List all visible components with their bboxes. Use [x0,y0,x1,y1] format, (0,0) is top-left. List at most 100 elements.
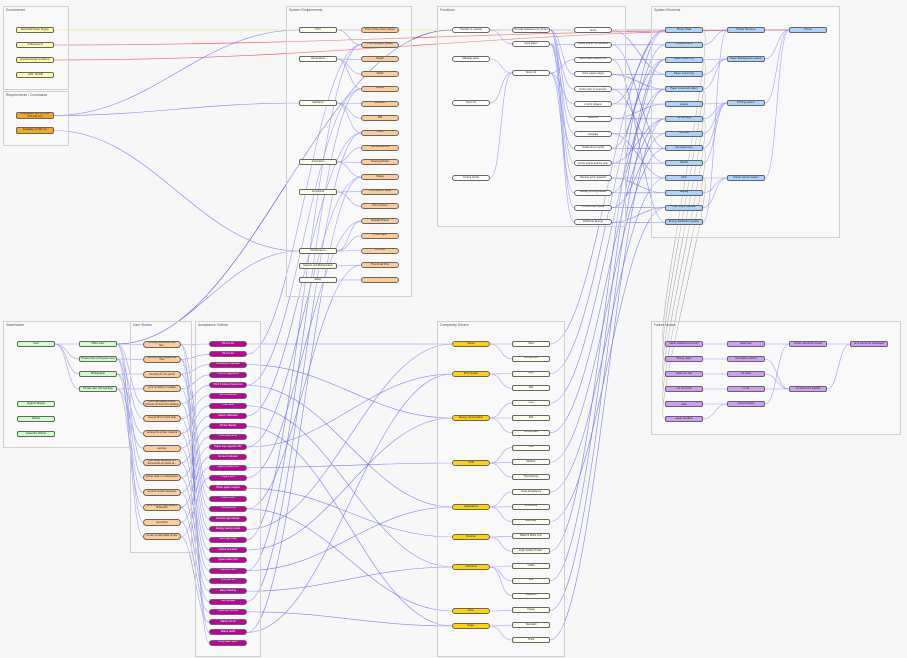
ac-node-fabric-print[interactable]: Fabric print [209,495,247,502]
cd-node-interfaces[interactable]: Interfaces [452,564,490,570]
se-col1-node-user-input-interface[interactable]: User Input Interface [665,204,703,211]
fm-col1-node-should-be-applied-to-a-bigger-area[interactable]: should be applied to a bigger area [665,401,703,407]
ac-node-compact-size[interactable]: Compact size [209,567,247,574]
ac-node-print-in-a4[interactable]: Print in A4 [209,341,247,347]
fn-col3-node-mold-ink[interactable]: Mold ink [574,115,612,122]
se-col1-node-ink-cartridge-movement-system[interactable]: Ink cartridge movement system [665,101,703,107]
ac-node-print-20-pages-min[interactable]: Print 20 pages/min [209,371,247,378]
sr-right-node-viewing-monitor[interactable]: Viewing Monitor [361,159,399,166]
sr-right-node-shape[interactable]: Shape [361,174,399,180]
sr-left-node-support-and-maintenance[interactable]: Support and Maintenance [299,263,337,269]
cd-node-price[interactable]: Price [452,608,490,614]
fn-col3-node-display-printing-details[interactable]: Display printing details [574,189,612,196]
sr-right-node-print-colours[interactable]: Print Colours [361,203,399,210]
fm-col1-node-paper-overflow[interactable]: paper overflow [665,416,703,422]
ac-node-cartridge-swap[interactable]: Cartridge swap [209,536,247,543]
se-col2-node-printer-structure[interactable]: Printer Structure [727,27,765,33]
fm-col1-node-paper-too-wet[interactable]: paper too wet [665,371,703,377]
sh-right-node-office-user[interactable]: Office User [79,341,117,347]
stories-node-maintaining-ink-printing-remotely-for-th[interactable]: maintaining ink printing remotely for th… [143,370,181,378]
se-col1-node-printer-shell[interactable]: Printer Shell [665,27,703,33]
fm-col2-node-printer-blocked[interactable]: printer blocked [727,401,765,407]
fn-col3-node-receive-print-requests[interactable]: Receive print requests [574,175,612,181]
sr-right-node-thumbnail-print[interactable]: Thumbnail Print [361,262,399,269]
fn-col3-node-register-the-print-operation-variables[interactable]: Register the Print operation variables [574,130,612,137]
stories-node-copy-and-do-all-the-printer-settings[interactable]: copy and do all the printer settings [143,444,181,452]
sh-left-node-assembly-worker[interactable]: Assembly Worker [17,431,55,437]
cd-node-paper[interactable]: Paper [452,623,490,629]
fn-col3-node-move-ink-cartridge-according-to-print-re[interactable]: Move ink cartridge according to print re… [574,101,612,107]
sh-right-node-private-user-demanding[interactable]: Private User (Demanding) [79,386,117,392]
ac-node-low-cost-ink[interactable]: Low cost ink [209,577,247,584]
env-node-4-b-30-4-b[interactable]: +4/B - 30,4/B [16,72,54,78]
cv-node-bluetooth[interactable]: Bluetooth [512,592,550,599]
sr-right-node-remote-access[interactable]: Remote Access [361,144,399,151]
ac-node-thermal-print[interactable]: Thermal print [209,505,247,512]
fm-col1-node-run-out-of-ink[interactable]: run out of ink [665,386,703,392]
cd-node-applications[interactable]: Applications [452,504,490,510]
sr-right-node-[interactable]: ... [361,276,399,283]
ac-node-paper-jam-sensor[interactable]: Paper jam sensor [209,608,247,615]
sr-right-node-standard-paper[interactable]: Standard Paper [361,218,399,225]
fn-col3-node-provide-user-inputs[interactable]: Provide user inputs [574,204,612,211]
ac-node-status-leds[interactable]: Status LEDs [209,629,247,636]
cv-node-cable[interactable]: Cable [512,563,550,569]
se-col3-node-printer[interactable]: Printer [789,27,827,33]
fm-col2-node-no-ink[interactable]: no ink [727,386,765,392]
sr-right-node-print-the-paper-sheet[interactable]: Print the paper (sheet) [361,41,399,48]
cv-node-high-quality-printers[interactable]: High quality Printers [512,548,550,555]
sr-left-node-performance[interactable]: Performance [299,248,337,254]
se-col1-node-energy-distribution-system[interactable]: Energy distribution system [665,219,703,226]
ac-node-ink-level-indicator[interactable]: Ink level indicator [209,454,247,461]
fn-col3-node-protect-printer-from-the-stress[interactable]: Protect printer from the stress [574,27,612,33]
sr-right-node-bluetooth[interactable]: Bluetooth [361,100,399,107]
stories-node-printing-many-pages-at-a-time[interactable]: printing many pages at a time [143,355,181,363]
ac-node-photo-paper-support[interactable]: Photo paper support [209,485,247,492]
ac-node-auto-update[interactable]: Auto update [209,598,247,605]
cv-node-everyday[interactable]: Everyday [512,518,550,525]
se-col2-node-paper-management-system[interactable]: Paper Management system [727,56,765,62]
sr-left-node-dimensions[interactable]: Dimensions [299,56,337,62]
ac-node-safety-cut-off[interactable]: Safety cut-off [209,619,247,626]
env-node-environmental-conditions[interactable]: Environmental Conditions [16,57,54,63]
cd-node-usb[interactable]: USB [452,460,490,466]
stories-node-printer-ease-of-maintenance[interactable]: printer ease of maintenance [143,474,181,482]
fn-col3-node-store-paper-before-print[interactable]: Store paper before print [574,56,612,63]
cv-node-slow[interactable]: Slow [512,341,550,347]
cd-node-energy-consumption[interactable]: Energy Consumption [452,415,490,421]
env-node-electrical-power-supply[interactable]: Electrical Power Supply [16,27,54,33]
se-col1-node-paper-movement-rollers[interactable]: Paper movement rollers [665,86,703,93]
ac-node-print-in-a3[interactable]: Print in A3 [209,351,247,358]
cv-node-mid[interactable]: Mid [512,385,550,392]
sh-left-node-partner[interactable]: Partner [17,416,55,422]
fn-col3-node-guide-ink-to-nozzle[interactable]: Guide ink to nozzle [574,145,612,152]
se-col1-node-ink-output-hose[interactable]: Ink output hose [665,145,703,152]
fm-col1-node-wrong-paper[interactable]: Wrong paper [665,356,703,362]
stories-node-printing-documents-with-few[interactable]: printing documents with few... [143,341,181,348]
env-node-underground[interactable]: Underground [16,42,54,48]
se-col1-node-chassis-frame[interactable]: Chassis frame [665,41,703,48]
sr-right-node-photo-paper[interactable]: Photo Paper [361,232,399,239]
fn-col3-node-shield-printer-components[interactable]: Shield printer components [574,41,612,48]
stories-node-accept-dirt-for-both-side[interactable]: Accept Dirt for both side [143,415,181,422]
cd-node-devices[interactable]: Devices [452,534,490,540]
stories-node-environmental-conscious[interactable]: environmental conscious [143,489,181,496]
fn-col1-node-input-ink[interactable]: Input Ink [452,100,490,106]
ac-node-printer-display[interactable]: Printer display [209,423,247,430]
ac-node-4-bluetooth-standard[interactable]: 4 Bluetooth standard [209,361,247,368]
sr-left-node-print[interactable]: Print [299,27,337,33]
ac-node-easy-cleaning[interactable]: Easy cleaning [209,588,247,595]
sr-left-node-interfaces[interactable]: Interfaces [299,100,337,106]
fn-col3-node-distribute-energy[interactable]: Distribute Energy [574,219,612,226]
cv-node-low[interactable]: Low [512,444,550,451]
ac-node-print-5-colour-photos-min[interactable]: Print 5 colour photos/min [209,382,247,389]
cv-node-medium[interactable]: Medium [512,459,550,466]
sr-right-node-length[interactable]: Length [361,85,399,92]
ac-node-usb-cable[interactable]: USB cable [209,402,247,409]
fn-col3-node-store-paper-output[interactable]: Store paper output [574,71,612,78]
cv-node-black-white-only[interactable]: Black & White only [512,533,550,540]
sr-right-node-print-line[interactable]: Print line [361,247,399,254]
stories-node-access-the-printer-network[interactable]: access the printer network [143,429,181,437]
ac-node-duplex-print[interactable]: Duplex print [209,474,247,481]
se-col1-node-ink-cartridge[interactable]: Ink cartridge [665,115,703,122]
